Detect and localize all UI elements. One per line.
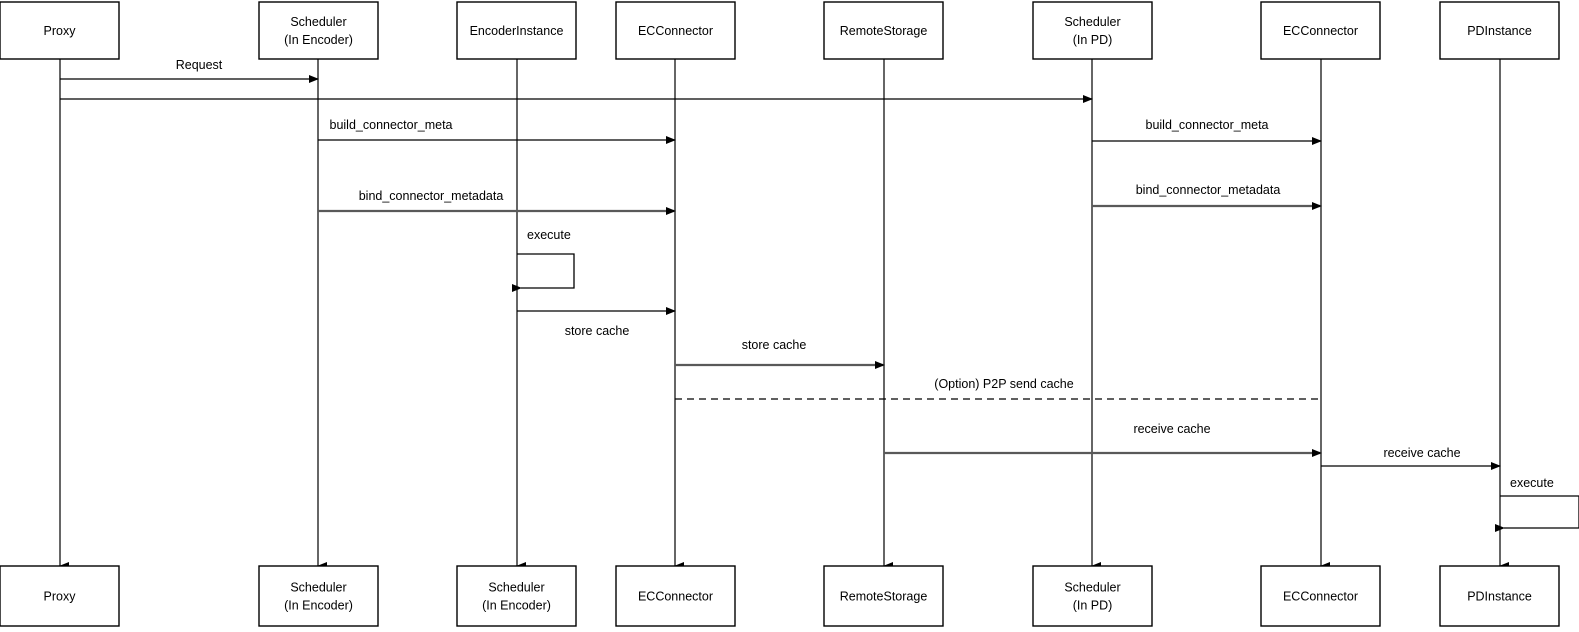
messages-group: Request build_connector_meta build_connect… [60, 58, 1501, 470]
message-m6[interactable]: bind_connector_metadata [1092, 183, 1322, 210]
bottom-participant-boxes: Proxy Scheduler (In Encoder) Scheduler (In E… [0, 565, 1560, 627]
message-m8[interactable]: store cache [675, 338, 885, 369]
self-loop-label: execute [527, 228, 571, 242]
participant-title: Scheduler [290, 15, 346, 29]
top-participant-boxes: Proxy Scheduler (In Encoder) EncoderInstanc… [0, 1, 1560, 60]
participant-top-sched_pd[interactable]: Scheduler (In PD) [1032, 1, 1153, 60]
participant-top-encoder_inst[interactable]: EncoderInstance [456, 1, 577, 60]
participant-title: RemoteStorage [840, 24, 928, 38]
self-loop-sl2[interactable]: execute [1495, 476, 1579, 532]
message-label: store cache [742, 338, 807, 352]
message-m1[interactable]: Request [60, 58, 319, 83]
message-label: (Option) P2P send cache [934, 377, 1073, 391]
participant-title: ECConnector [1283, 24, 1358, 38]
participant-title: EncoderInstance [470, 24, 564, 38]
participant-top-sched_enc[interactable]: Scheduler (In Encoder) [258, 1, 379, 60]
message-label: build_connector_meta [1146, 118, 1269, 132]
message-m9[interactable]: (Option) P2P send cache [675, 377, 1321, 400]
message-m3[interactable]: build_connector_meta [318, 118, 676, 144]
participant-box [823, 565, 944, 627]
participant-title: Scheduler [290, 580, 346, 594]
participant-title: RemoteStorage [840, 589, 928, 603]
lifeline-lines-group [59, 59, 1509, 570]
participant-box [615, 565, 736, 627]
participant-bottom-sched_enc_b[interactable]: Scheduler (In Encoder) [258, 565, 379, 627]
participant-subtitle: (In Encoder) [284, 598, 353, 612]
participant-box [258, 565, 379, 627]
message-m11[interactable]: receive cache [1321, 446, 1501, 470]
participant-subtitle: (In PD) [1073, 598, 1113, 612]
message-label: receive cache [1383, 446, 1460, 460]
participant-box [456, 1, 577, 60]
message-label: receive cache [1133, 422, 1210, 436]
participant-title: ECConnector [638, 589, 713, 603]
participant-box [0, 565, 120, 627]
participant-box [1439, 565, 1560, 627]
participant-bottom-ec_conn_right_b[interactable]: ECConnector [1260, 565, 1381, 627]
participant-title: PDInstance [1467, 24, 1532, 38]
message-m10[interactable]: receive cache [884, 422, 1322, 457]
self-loop-label: execute [1510, 476, 1554, 490]
self-loop-path [1495, 495, 1579, 532]
participant-subtitle: (In PD) [1073, 33, 1113, 47]
participant-title: Scheduler [488, 580, 544, 594]
participant-bottom-proxy_b[interactable]: Proxy [0, 565, 120, 627]
participant-title: ECConnector [1283, 589, 1358, 603]
participant-subtitle: (In Encoder) [482, 598, 551, 612]
participant-title: Proxy [44, 589, 77, 603]
participant-title: PDInstance [1467, 589, 1532, 603]
message-label: build_connector_meta [330, 118, 453, 132]
participant-box [456, 565, 577, 627]
participant-top-pd_instance[interactable]: PDInstance [1439, 1, 1560, 60]
participant-box [1260, 565, 1381, 627]
participant-top-remote_storage[interactable]: RemoteStorage [823, 1, 944, 60]
self-loop-path [512, 253, 575, 292]
participant-box [1260, 1, 1381, 60]
message-label: bind_connector_metadata [359, 189, 504, 203]
participant-bottom-pd_instance_b[interactable]: PDInstance [1439, 565, 1560, 627]
participant-box [615, 1, 736, 60]
message-m7[interactable]: store cache [517, 307, 676, 338]
participant-bottom-encoder_inst_b[interactable]: Scheduler (In Encoder) [456, 565, 577, 627]
message-label: bind_connector_metadata [1136, 183, 1281, 197]
participant-box [1439, 1, 1560, 60]
message-label: Request [176, 58, 223, 72]
participant-box [823, 1, 944, 60]
participant-bottom-sched_pd_b[interactable]: Scheduler (In PD) [1032, 565, 1153, 627]
message-label: store cache [565, 324, 630, 338]
participant-bottom-ec_conn_left_b[interactable]: ECConnector [615, 565, 736, 627]
message-m5[interactable]: bind_connector_metadata [318, 189, 676, 215]
message-m4[interactable]: build_connector_meta [1092, 118, 1322, 145]
participant-title: ECConnector [638, 24, 713, 38]
participant-box [258, 1, 379, 60]
participant-top-proxy[interactable]: Proxy [0, 1, 120, 60]
participant-box [1032, 1, 1153, 60]
self-loop-sl1[interactable]: execute [512, 228, 575, 292]
participant-title: Scheduler [1064, 580, 1120, 594]
participant-box [0, 1, 120, 60]
participant-top-ec_conn_right[interactable]: ECConnector [1260, 1, 1381, 60]
participant-subtitle: (In Encoder) [284, 33, 353, 47]
participant-box [1032, 565, 1153, 627]
self-loops-group: execute execute [512, 228, 1579, 532]
participant-top-ec_conn_left[interactable]: ECConnector [615, 1, 736, 60]
participant-bottom-remote_stor_b[interactable]: RemoteStorage [823, 565, 944, 627]
participant-title: Proxy [44, 24, 77, 38]
participant-title: Scheduler [1064, 15, 1120, 29]
